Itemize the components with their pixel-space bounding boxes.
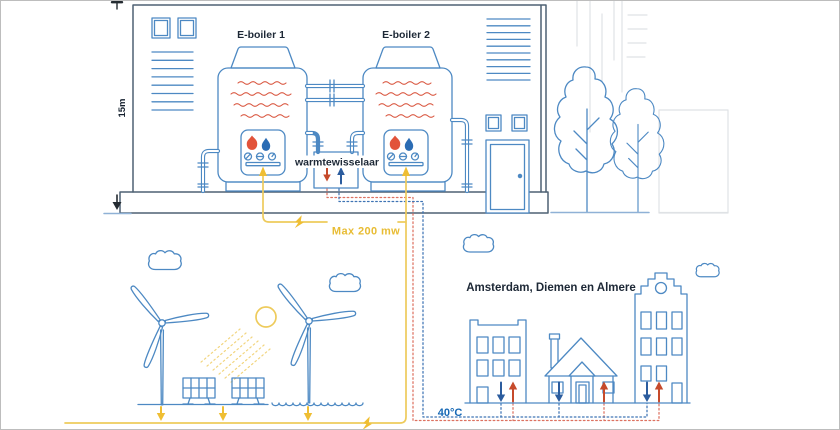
family-house	[544, 333, 618, 404]
cloud-icon	[462, 233, 495, 253]
electricity-lines	[64, 166, 410, 430]
sun-icon	[255, 306, 277, 328]
tree	[609, 88, 665, 213]
door-knob-icon	[517, 173, 523, 179]
louver-vent	[151, 51, 194, 111]
water-drop-icon	[404, 137, 414, 151]
gable-round-window	[654, 281, 668, 295]
supply-temperature-label: 40°C	[438, 407, 463, 419]
boiler-cap	[230, 46, 296, 69]
wind-turbine	[130, 285, 209, 405]
cities-label: Amsterdam, Diemen en Almere	[466, 282, 636, 294]
cloud-icon	[328, 272, 362, 293]
e-boiler-2	[362, 46, 453, 192]
max-power-label: Max 200 mw	[332, 226, 400, 238]
hall-door	[485, 139, 530, 214]
heating-element-waves	[375, 81, 437, 118]
boiler-cap	[375, 46, 441, 69]
warm-supply-dotted-line	[326, 188, 660, 422]
canal-house	[634, 272, 688, 404]
tree	[553, 66, 619, 213]
generation-arrows-down	[156, 406, 313, 421]
pipe-flanges	[197, 79, 473, 188]
water-waves	[271, 402, 364, 407]
heat-exchanger: warmtewisselaar	[292, 151, 382, 189]
solar-panel	[182, 377, 216, 405]
cloud-icon	[147, 249, 182, 271]
height-dimension-marker: 15m	[103, 1, 132, 215]
cloud-icon	[695, 262, 720, 278]
hall-window	[151, 17, 197, 39]
heat-exchanger-label: warmtewisselaar	[294, 157, 379, 169]
flame-icon	[389, 135, 401, 150]
porch	[568, 361, 596, 404]
sun-rays	[199, 328, 271, 384]
hall-window	[485, 114, 528, 132]
cold-return-dotted-line	[338, 188, 648, 418]
city-houses	[464, 272, 691, 404]
apartment-building	[469, 319, 527, 404]
solar-panel	[231, 377, 265, 405]
gauge-dials-icons	[243, 152, 277, 161]
water-drop-icon	[261, 137, 271, 151]
boiler-piping	[197, 79, 473, 194]
wind-turbine	[277, 283, 356, 403]
flame-icon	[246, 135, 258, 150]
height-label: 15m	[117, 98, 128, 117]
boiler-base-skirt	[370, 181, 446, 192]
boiler-2-label: E-boiler 2	[382, 29, 430, 41]
louver-vent	[486, 18, 531, 81]
faint-background-buildings	[576, 0, 729, 214]
boiler-1-label: E-boiler 1	[237, 29, 285, 41]
gauge-dials-icons	[386, 152, 420, 161]
house-heat-arrows	[496, 381, 664, 403]
power-arrow-boiler-2	[402, 166, 410, 176]
district-heating-lines	[326, 188, 660, 422]
power-arrow-boiler-1	[259, 166, 267, 176]
foundation-slab	[119, 191, 549, 214]
boiler-hall-building	[119, 4, 549, 214]
heating-element-waves	[230, 81, 292, 118]
renewable-generation	[130, 283, 364, 407]
